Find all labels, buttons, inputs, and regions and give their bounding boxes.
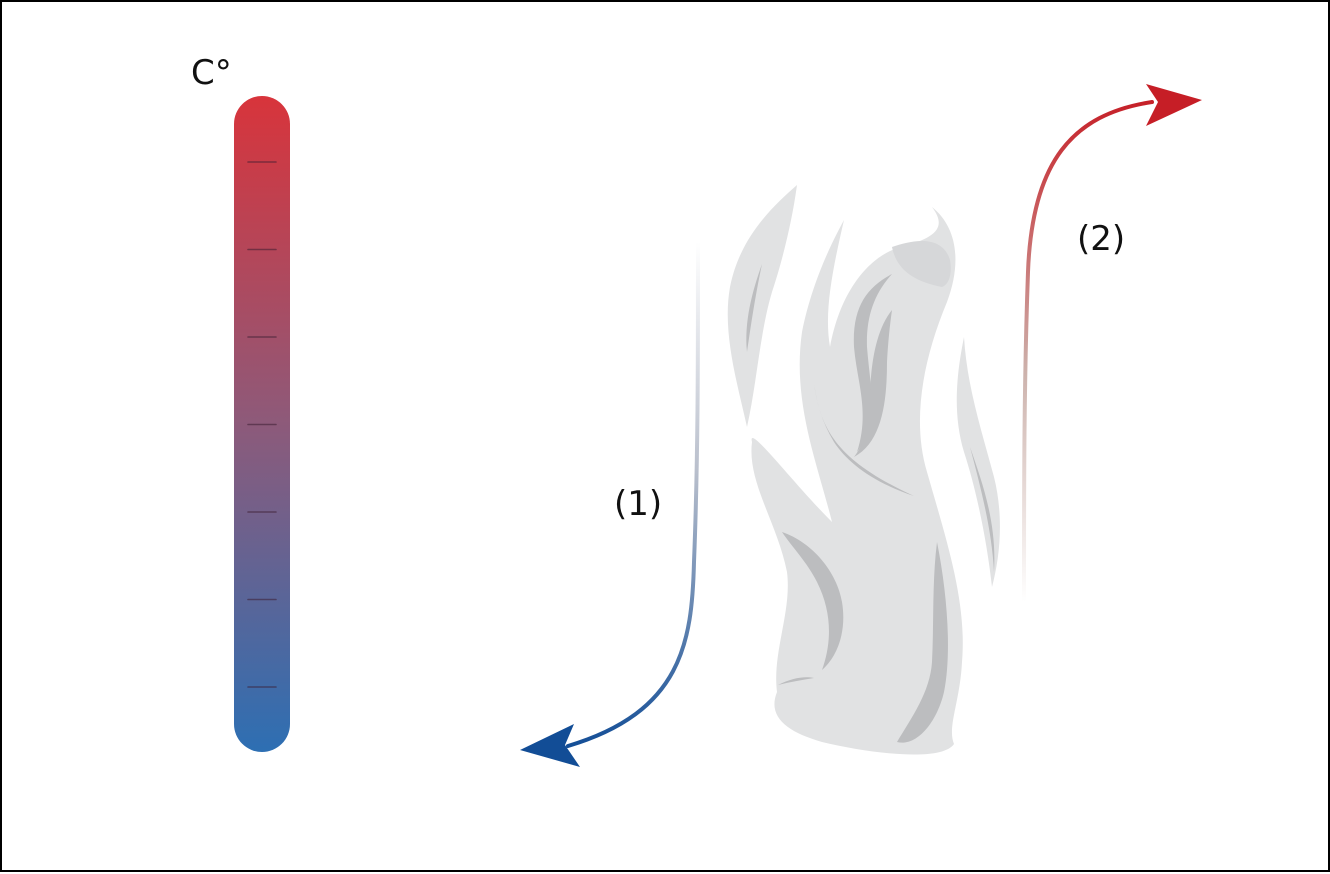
flow-cold-curve (566, 240, 700, 748)
smoke-shadow-2 (853, 274, 892, 452)
flow-cold: (1) (520, 240, 700, 767)
thermometer-ticks (247, 161, 277, 688)
flow-cold-label: (1) (614, 484, 662, 524)
thermometer: C° (191, 53, 290, 752)
flow-hot-curve (1022, 100, 1154, 604)
smoke-main-body (751, 207, 963, 755)
thermometer-unit-label: C° (191, 53, 232, 93)
flow-hot: (2) (1022, 84, 1202, 604)
smoke-shadow-1 (746, 264, 762, 352)
flow-hot-arrowhead (1146, 84, 1202, 126)
smoke-shadow-8 (778, 677, 814, 685)
smoke-top-fold (892, 240, 951, 287)
smoke-plume (727, 185, 1000, 755)
smoke-shadow-3 (854, 310, 892, 457)
smoke-shadow-6 (897, 542, 948, 743)
flow-hot-label: (2) (1077, 219, 1125, 259)
smoke-tongue-left (727, 185, 797, 427)
smoke-shadow-5 (782, 532, 844, 670)
flow-cold-arrowhead (520, 724, 580, 767)
